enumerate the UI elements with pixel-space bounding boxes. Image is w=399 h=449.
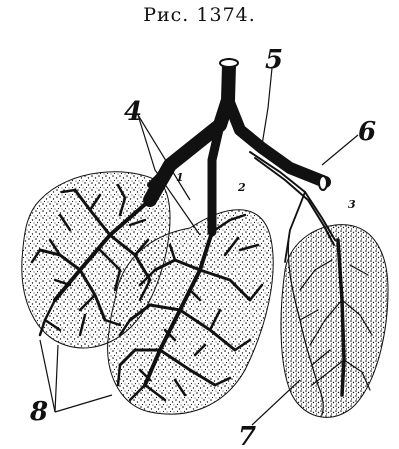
leader-8c bbox=[55, 395, 112, 412]
leader-7 bbox=[252, 380, 300, 425]
label-7: 7 bbox=[238, 422, 256, 449]
label-2: 2 bbox=[237, 181, 246, 194]
branch-cut-end bbox=[319, 176, 327, 190]
label-1: 1 bbox=[176, 171, 184, 184]
label-3: 3 bbox=[348, 198, 356, 211]
trunk-cut-end bbox=[220, 59, 238, 67]
label-8: 8 bbox=[29, 397, 48, 427]
lobule-3 bbox=[281, 225, 388, 418]
leader-8b bbox=[55, 345, 58, 412]
lobule-3-outline bbox=[281, 225, 388, 418]
leader-6 bbox=[322, 135, 358, 165]
label-5: 5 bbox=[265, 45, 283, 75]
label-4: 4 bbox=[124, 97, 142, 127]
leader-5 bbox=[262, 68, 272, 145]
label-6: 6 bbox=[358, 117, 376, 147]
